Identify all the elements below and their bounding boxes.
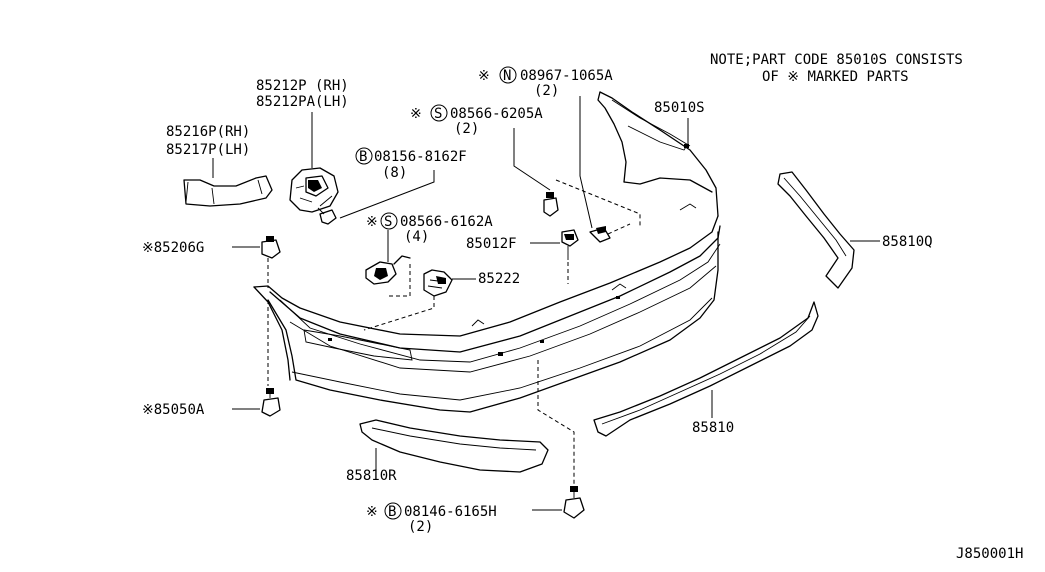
bolt-08146-6165h xyxy=(563,486,585,519)
note-line-1: NOTE;PART CODE 85010S CONSISTS xyxy=(710,52,963,68)
label-08146-6165h: 08146-6165H xyxy=(404,504,497,520)
screw-85050a xyxy=(261,388,281,417)
mark-b-08156: B xyxy=(359,149,367,165)
label-85212pa: 85212PA(LH) xyxy=(256,94,349,110)
label-85216p: 85216P(RH) xyxy=(166,124,250,140)
mark-n-08967: N xyxy=(503,68,511,84)
label-08566-6162a: 08566-6162A xyxy=(400,214,493,230)
side-molding-85810q xyxy=(777,171,855,289)
circle-s-08566-6205 xyxy=(430,104,448,122)
qty-08156: (8) xyxy=(382,165,407,181)
prefix-08967: ※ xyxy=(478,68,490,84)
screw-08566-6205a xyxy=(543,192,559,217)
qty-08566-6205a: (2) xyxy=(454,121,479,137)
label-85810r: 85810R xyxy=(346,468,397,484)
qty-08967-1065a: (2) xyxy=(534,83,559,99)
mark-s-08566-6162: S xyxy=(384,214,392,230)
label-08156: 08156-8162F xyxy=(374,149,467,165)
mark-s-08566-6205: S xyxy=(434,106,442,122)
corner-molding-85216p xyxy=(183,175,273,207)
rear-molding-85810 xyxy=(593,301,819,437)
qty-08146-6165h: (2) xyxy=(408,519,433,535)
label-08967-1065a: 08967-1065A xyxy=(520,68,613,84)
circle-s-08566-6162 xyxy=(380,212,398,230)
label-08566-6205a: 08566-6205A xyxy=(450,106,543,122)
circle-n-08967 xyxy=(499,66,517,84)
circle-b-08146 xyxy=(384,502,402,520)
label-85206g: ※85206G xyxy=(142,240,204,256)
note-line-2: OF ※ MARKED PARTS xyxy=(762,69,909,85)
pin-85012f xyxy=(561,229,579,260)
label-85222: 85222 xyxy=(478,271,520,287)
side-molding-85810r xyxy=(359,419,549,473)
clip-08967-1065a xyxy=(589,226,611,243)
qty-08566-6162a: (4) xyxy=(404,229,429,245)
bolt-08156 xyxy=(317,207,337,225)
clip-85206g xyxy=(261,236,281,259)
circle-b-08156 xyxy=(355,147,373,165)
clip-85222 xyxy=(423,269,453,297)
mark-b-08146: B xyxy=(388,504,396,520)
label-85810: 85810 xyxy=(692,420,734,436)
diagram-code: J850001H xyxy=(956,546,1023,562)
label-85010s: 85010S xyxy=(654,100,705,116)
bracket-85212p xyxy=(289,167,339,213)
bumper-fascia-85010s xyxy=(253,91,721,413)
label-85012f: 85012F xyxy=(466,236,517,252)
prefix-08566-6205: ※ xyxy=(410,106,422,122)
label-85217p: 85217P(LH) xyxy=(166,142,250,158)
prefix-08146: ※ xyxy=(366,504,378,520)
label-85050a: ※85050A xyxy=(142,402,205,418)
label-85212p: 85212P (RH) xyxy=(256,78,349,94)
label-85810q: 85810Q xyxy=(882,234,933,250)
clip-08566-6162a xyxy=(365,255,411,285)
prefix-08566-6162: ※ xyxy=(366,214,378,230)
